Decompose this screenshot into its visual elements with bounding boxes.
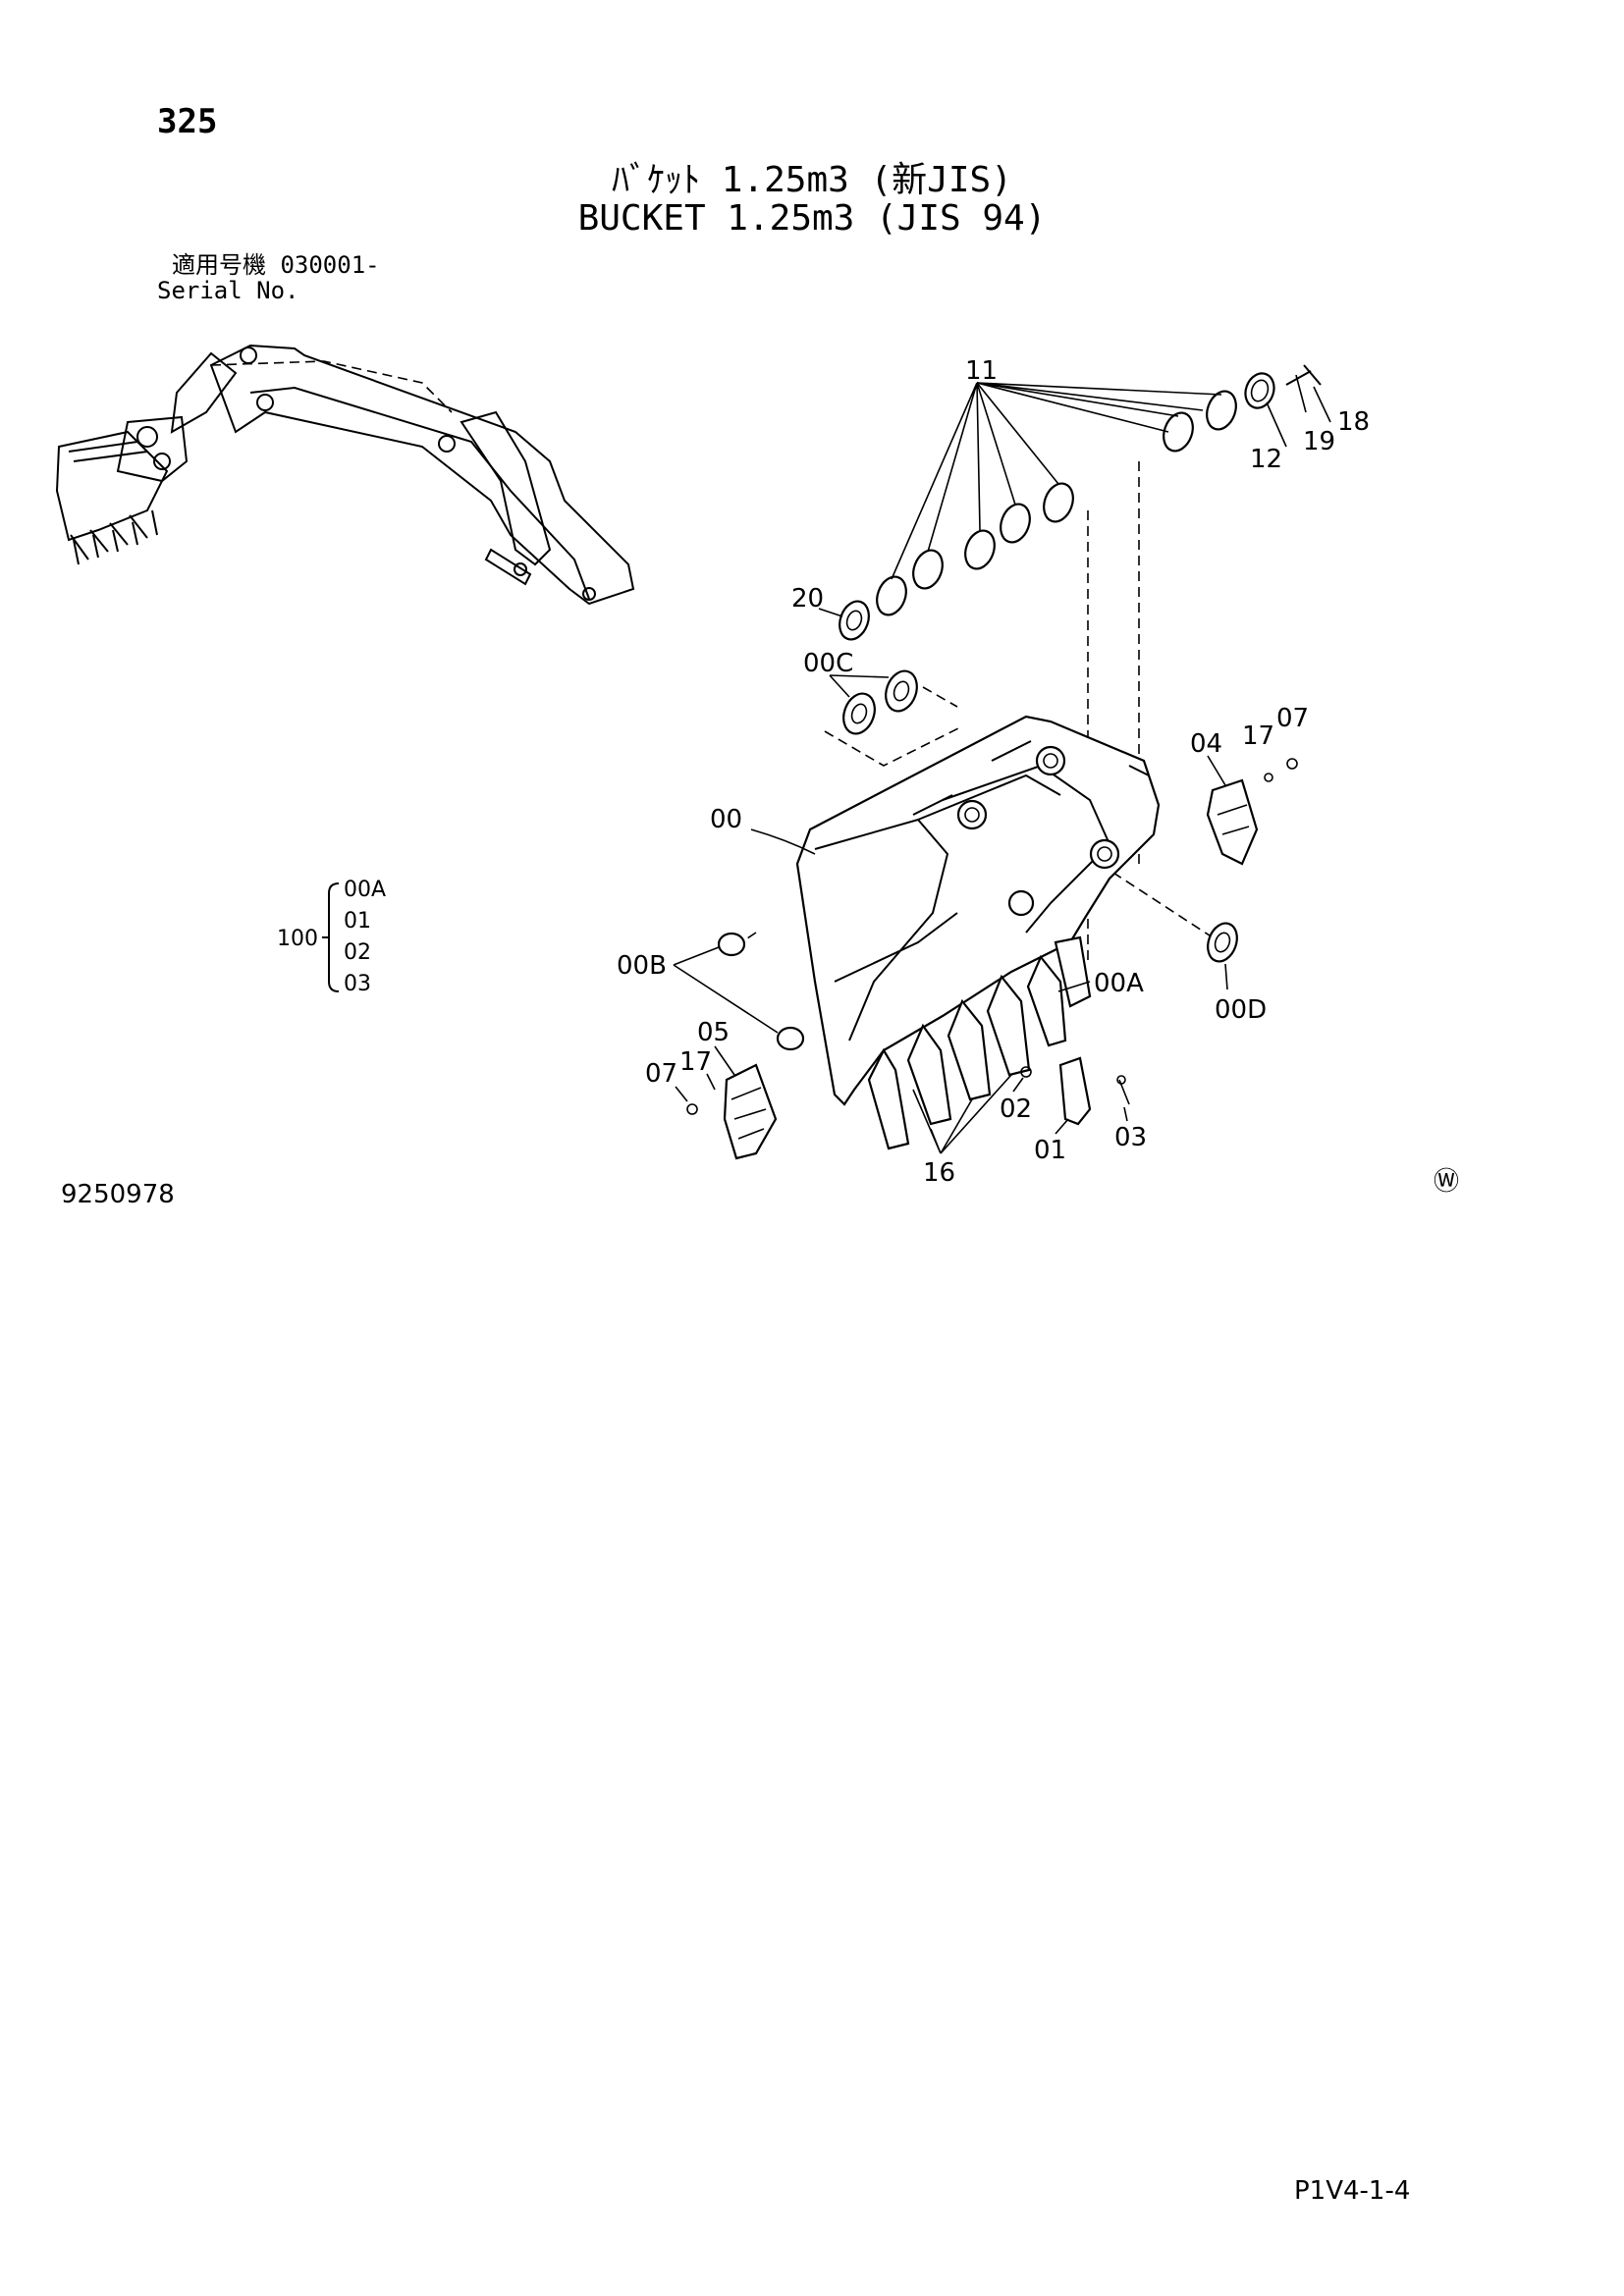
page-number: 325: [157, 102, 218, 141]
assembly-bracket: 100 00A 01 02 03: [277, 878, 386, 996]
callout-00C: 00C: [803, 649, 853, 678]
callout-16: 16: [923, 1158, 955, 1188]
callout-17: 17: [679, 1047, 712, 1077]
callout-01: 01: [1034, 1136, 1066, 1165]
callout-18: 18: [1337, 407, 1370, 437]
callout-12: 12: [1250, 445, 1282, 474]
watermark-symbol: Ⓦ: [1434, 1167, 1459, 1197]
serial-label-japanese: 適用号機 030001-: [172, 251, 380, 279]
side-cutters: 04 17 07 05 17 07: [645, 704, 1309, 1160]
excavator-arm-overview: [55, 344, 635, 606]
callout-00: 00: [710, 805, 742, 834]
callout-00A: 00A: [1094, 969, 1144, 998]
callout-17: 17: [1242, 721, 1274, 751]
callout-19: 19: [1303, 427, 1335, 456]
callout-11: 11: [965, 356, 998, 386]
title-japanese: ﾊﾞｹｯﾄ 1.25m3 (新JIS): [612, 160, 1012, 200]
callout-00B: 00B: [617, 951, 667, 981]
assembly-number: 100: [277, 927, 318, 951]
callout-04: 04: [1190, 729, 1222, 759]
callout-07: 07: [1276, 704, 1309, 733]
document-number: 9250978: [61, 1180, 175, 1209]
tooth-detail: 00A 02 03 01 16: [912, 969, 1147, 1188]
page-code: P1V4-1-4: [1294, 2176, 1411, 2206]
callout-00D: 00D: [1215, 995, 1267, 1025]
assembly-component: 02: [344, 940, 371, 965]
title-english: BUCKET 1.25m3 (JIS 94): [577, 198, 1047, 239]
callout-07: 07: [645, 1059, 677, 1089]
seals-upper: 20 00C: [791, 584, 963, 767]
assembly-component: 03: [344, 972, 371, 996]
assembly-component: 00A: [344, 878, 386, 902]
bosses: 00B 00D: [617, 922, 1267, 1051]
callout-02: 02: [1000, 1095, 1032, 1124]
callout-03: 03: [1114, 1123, 1147, 1152]
shim-stack: 11 12 19 18: [876, 356, 1370, 616]
callout-05: 05: [697, 1018, 730, 1047]
serial-label-english: Serial No.: [157, 277, 299, 304]
bucket-body: 00: [710, 715, 1161, 1150]
assembly-component: 01: [344, 909, 371, 934]
callout-20: 20: [791, 584, 824, 614]
